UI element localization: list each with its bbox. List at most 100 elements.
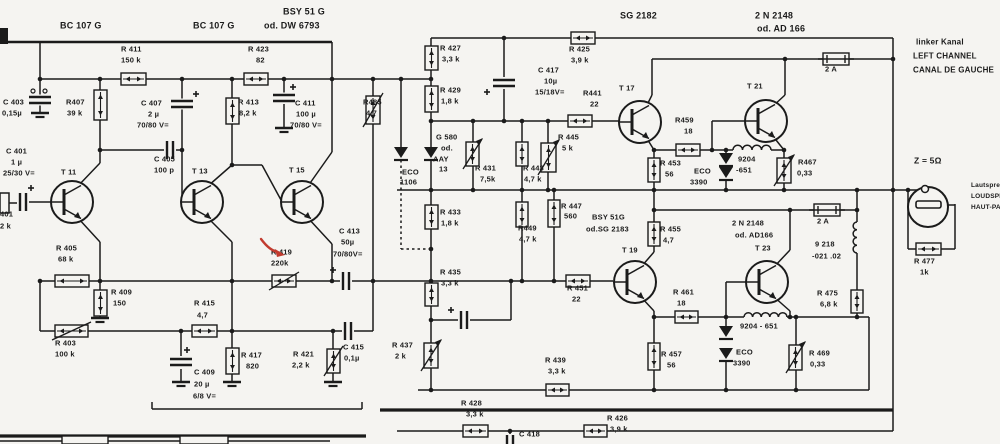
- junction-dot: [428, 76, 434, 82]
- label: od.: [441, 144, 453, 153]
- label: 0,33: [810, 360, 825, 369]
- label: T 15: [289, 166, 305, 175]
- label: R 431: [475, 164, 496, 173]
- capacitor-C401: [17, 192, 29, 212]
- label: 82: [256, 56, 265, 65]
- resistor-R413: [225, 97, 240, 125]
- diode-ECO1106: [394, 147, 408, 162]
- label: AAY: [433, 155, 449, 164]
- label: T 23: [755, 244, 771, 253]
- ground-symbol: [91, 316, 109, 324]
- label: 9 218: [815, 240, 835, 249]
- label: od.SG 2183: [586, 225, 629, 234]
- junction-dot: [470, 118, 476, 124]
- label: 2 µ: [148, 110, 159, 119]
- label: 22: [572, 295, 581, 304]
- label: R 405: [56, 244, 77, 253]
- label: R 469: [809, 349, 830, 358]
- junction-dot: [709, 147, 715, 153]
- junction-dot: [229, 278, 235, 284]
- label: R 409: [111, 288, 132, 297]
- label: ECO: [402, 168, 419, 177]
- label: 18: [684, 127, 693, 136]
- plus-mark: [193, 91, 199, 97]
- resistor-R437: [420, 339, 442, 372]
- resistor-R415: [191, 324, 218, 338]
- label: R 403: [55, 339, 76, 348]
- label: 2 k: [0, 222, 12, 231]
- resistor-R461: [674, 310, 699, 324]
- junction-dot: [97, 76, 103, 82]
- junction-dot: [330, 328, 336, 334]
- label: C 415: [343, 343, 364, 352]
- junction-dot: [229, 76, 235, 82]
- label: R 461: [673, 288, 694, 297]
- junction-dot: [723, 387, 729, 393]
- label: R 429: [440, 86, 461, 95]
- label: 5 k: [562, 144, 574, 153]
- resistor-R447: [547, 199, 561, 228]
- label: 0,15µ: [2, 109, 22, 118]
- resistor-R469: [785, 341, 806, 374]
- input-connector: [0, 192, 10, 214]
- label: -021 .02: [812, 252, 841, 261]
- capacitor-C417: [492, 77, 516, 89]
- resistor-R427: [424, 45, 439, 71]
- resistor-R429: [424, 85, 439, 113]
- label: R 451: [567, 284, 588, 293]
- label: BSY 51 G: [283, 6, 325, 16]
- trim-circle: [42, 88, 48, 94]
- junction-dot: [854, 207, 860, 213]
- label: -651: [736, 166, 752, 175]
- label: R 419: [271, 248, 292, 257]
- label: C 401: [6, 147, 27, 156]
- label: 401: [0, 210, 13, 219]
- resistor-R457: [647, 342, 661, 371]
- label: LOUDSPEAKER: [971, 193, 1000, 200]
- label: 560: [564, 212, 577, 221]
- junction-dot: [551, 187, 557, 193]
- junction-dot: [428, 317, 434, 323]
- label: od. AD166: [735, 231, 773, 240]
- capacitor-C407: [170, 98, 194, 110]
- resistor-R405: [54, 274, 90, 288]
- resistor-R441: [567, 114, 593, 128]
- label: 70/80 V=: [137, 121, 169, 130]
- capacitor-C418: [504, 434, 516, 444]
- resistor-R449: [515, 201, 529, 228]
- junction-dot: [723, 187, 729, 193]
- resistor-R475: [850, 289, 864, 314]
- junction-dot: [905, 187, 911, 193]
- label: C 407: [141, 99, 162, 108]
- label: 220k: [271, 259, 289, 268]
- label: 1 µ: [11, 158, 22, 167]
- label: R 428: [461, 399, 482, 408]
- label: SG 2182: [620, 10, 657, 20]
- label: R441: [583, 89, 602, 98]
- capacitor-C405: [164, 140, 176, 160]
- label: Lautsprecher: [971, 182, 1000, 189]
- label: 3,9 k: [610, 425, 628, 434]
- plus-mark: [290, 84, 296, 90]
- resistor-R409: [93, 289, 108, 317]
- junction-dot: [501, 35, 507, 41]
- label: 1k: [920, 268, 929, 277]
- junction-dot: [793, 387, 799, 393]
- label: C 418: [519, 430, 540, 439]
- junction-dot: [281, 76, 287, 82]
- label: 100 p: [154, 166, 174, 175]
- label: R 433: [440, 208, 461, 217]
- label: R 445: [558, 133, 579, 142]
- label: 9204 - 651: [740, 322, 778, 331]
- label: R 421: [293, 350, 314, 359]
- label: C 405: [154, 155, 175, 164]
- label: 2,2 k: [292, 361, 310, 370]
- label: od. DW 6793: [264, 20, 320, 30]
- junction-dot: [545, 187, 551, 193]
- resistor-R417: [225, 347, 240, 375]
- label: 56: [665, 170, 674, 179]
- resistor-R403: [51, 321, 92, 341]
- resistor-R443: [515, 141, 529, 167]
- resistor-R439: [545, 383, 570, 397]
